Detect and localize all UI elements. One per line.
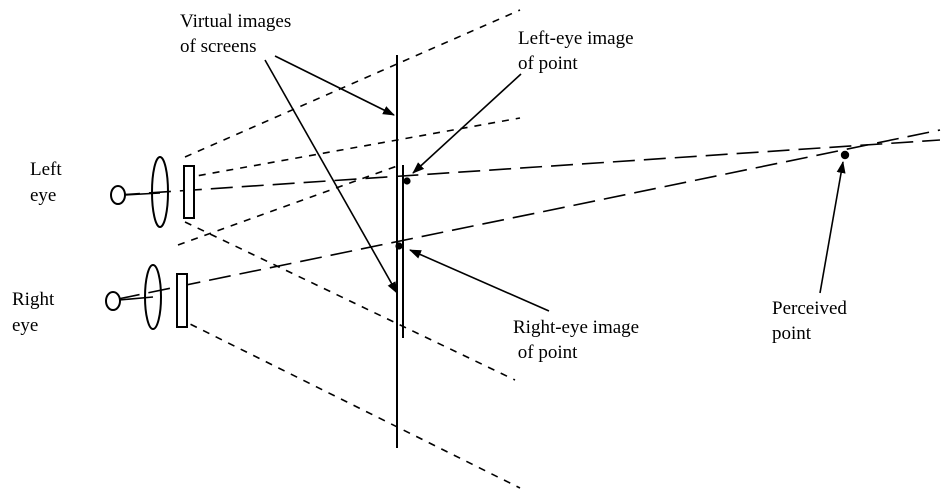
label-right-eye-image-line2: of point <box>513 342 578 363</box>
arrow-to-right-eye-image <box>409 249 550 312</box>
right-lens-icon <box>144 264 162 330</box>
sight-lines <box>117 129 941 300</box>
right-frustum-lower-line <box>177 317 521 489</box>
right-frustum-upper-line <box>177 164 401 246</box>
arrow-to-virtual-screen-long <box>274 55 395 116</box>
right-eye-image-point <box>395 242 403 250</box>
left-eye-assembly <box>110 156 195 228</box>
right-eye-frustum <box>177 164 521 489</box>
callout-arrows <box>264 55 846 312</box>
right-eye-sight-line <box>117 129 941 300</box>
right-screen-icon <box>176 273 188 328</box>
label-right-eye-image-line1: Right-eye image <box>513 317 639 338</box>
right-eye-assembly <box>105 264 188 330</box>
label-virtual-images: Virtual images of screens <box>180 11 296 57</box>
left-eye-frustum <box>184 9 521 381</box>
arrow-to-virtual-screen-short <box>264 59 398 294</box>
arrow-to-perceived-point <box>819 161 846 294</box>
left-frustum-lower-line <box>184 221 516 381</box>
left-eye-stalk <box>123 192 161 196</box>
label-right-eye-image: Right-eye image of point <box>513 317 639 363</box>
label-virtual-images-line1: Virtual images <box>180 11 291 32</box>
left-eye-sight-line <box>117 139 941 196</box>
label-left-eye-image-line2: of point <box>518 53 578 74</box>
left-frustum-upper-inner-line <box>184 117 521 179</box>
label-left-eye: Left eye <box>30 159 66 206</box>
left-lens-icon <box>151 156 169 228</box>
label-left-eye-image: Left-eye image of point <box>518 28 638 74</box>
perceived-point-dot <box>840 150 850 160</box>
left-frustum-upper-outer-line <box>184 9 521 158</box>
label-left-eye-image-line1: Left-eye image <box>518 28 634 49</box>
label-right-eye-line2: eye <box>12 315 38 336</box>
label-left-eye-line1: Left <box>30 159 62 180</box>
left-eye-image-point <box>403 177 411 185</box>
right-eye-stalk <box>118 296 154 301</box>
label-left-eye-line2: eye <box>30 185 56 206</box>
label-perceived-point-line2: point <box>772 323 812 344</box>
left-eye-icon <box>110 185 126 205</box>
label-perceived-point: Perceived point <box>772 298 852 344</box>
arrow-to-left-eye-image <box>412 73 522 174</box>
label-right-eye-line1: Right <box>12 289 55 310</box>
label-perceived-point-line1: Perceived <box>772 298 847 319</box>
label-virtual-images-line2: of screens <box>180 36 257 57</box>
label-right-eye: Right eye <box>12 289 59 336</box>
right-eye-icon <box>105 291 121 311</box>
left-screen-icon <box>183 165 195 219</box>
